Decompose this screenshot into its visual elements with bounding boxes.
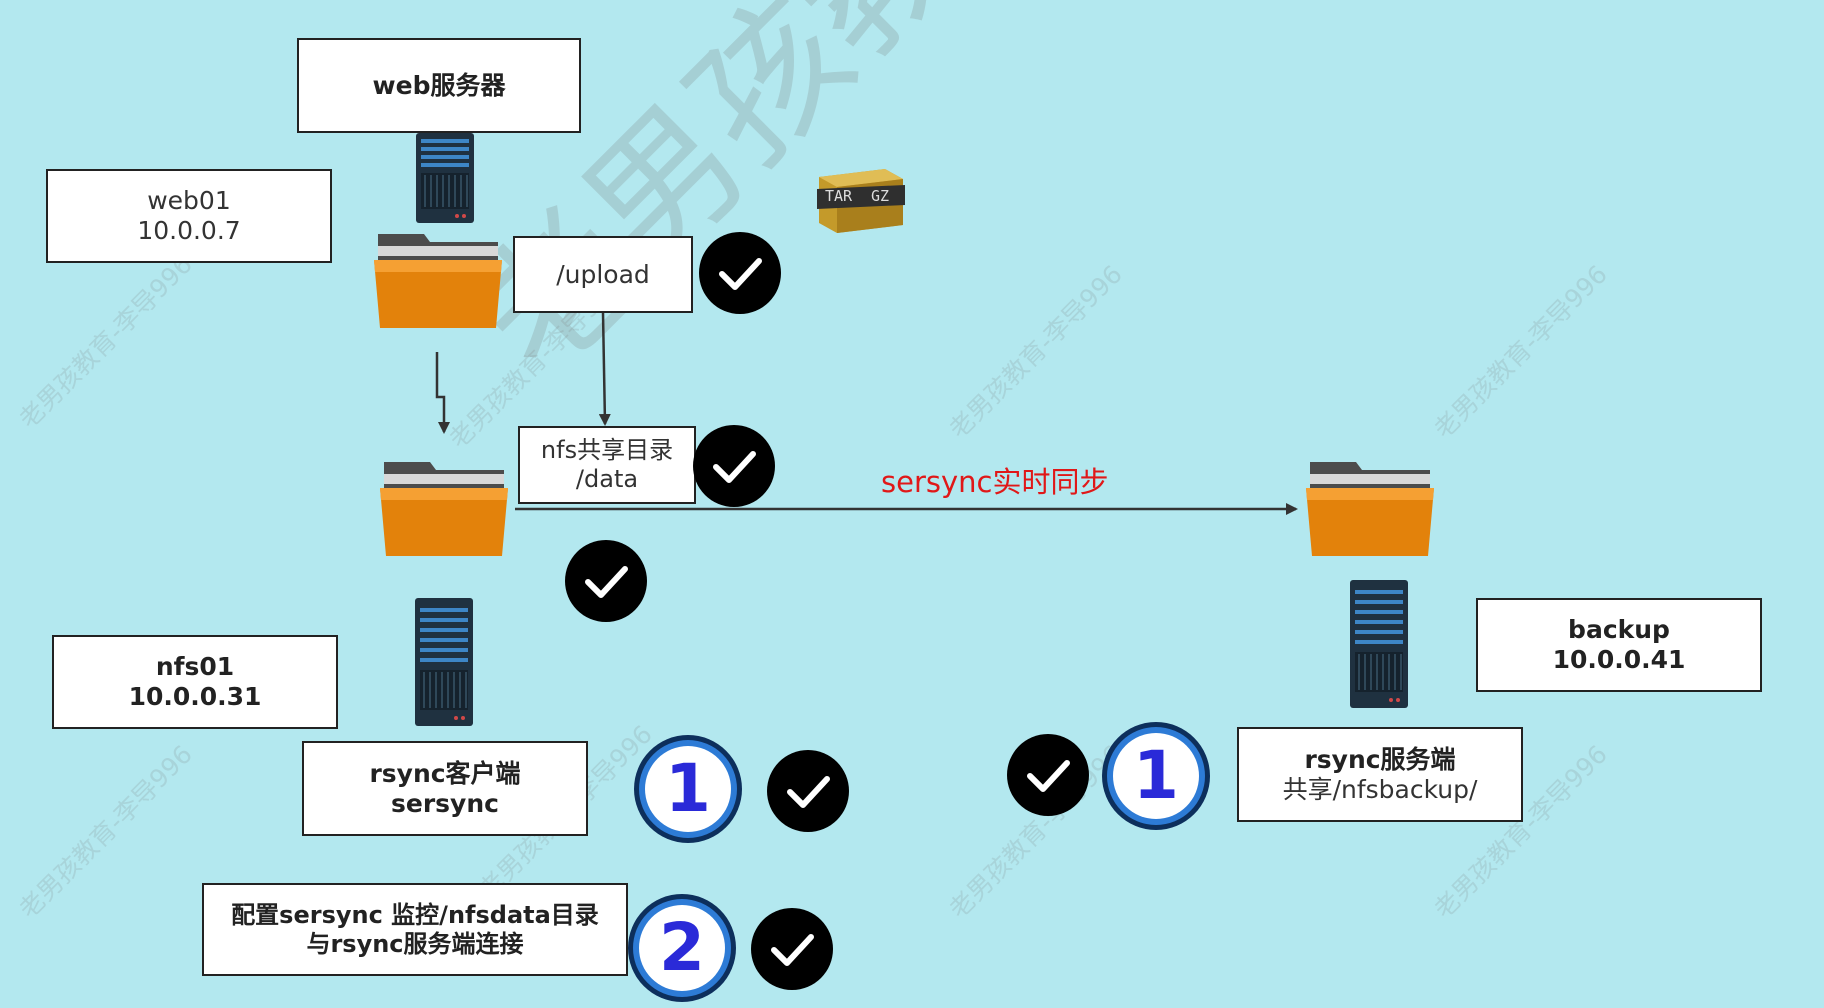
nfs01-name: nfs01: [155, 652, 235, 681]
checkmark-icon: [751, 908, 833, 990]
config-box: 配置sersync 监控/nfsdata目录 与rsync服务端连接: [202, 883, 628, 976]
step-number: 1: [1133, 737, 1179, 814]
step-badge-1-client: 1: [632, 733, 744, 845]
tar-gz-archive-icon: TAR GZ: [815, 165, 907, 235]
backup-ip: 10.0.0.41: [1552, 645, 1686, 674]
folder-icon: [374, 234, 502, 328]
web01-info-box: web01 10.0.0.7: [46, 169, 332, 263]
sersync-realtime-sync-label: sersync实时同步: [881, 465, 1109, 499]
checkmark-icon: [565, 540, 647, 622]
nfs01-ip: 10.0.0.31: [128, 682, 262, 711]
rsync-client-label: rsync客户端: [369, 758, 521, 788]
backup-info-box: backup 10.0.0.41: [1476, 598, 1762, 692]
web01-ip: 10.0.0.7: [137, 216, 241, 245]
rsync-client-sersync: sersync: [391, 788, 499, 818]
web-server-title-box: web服务器: [297, 38, 581, 133]
folder-icon: [380, 462, 508, 556]
checkmark-icon: [699, 232, 781, 314]
rsync-server-box: rsync服务端 共享/nfsbackup/: [1237, 727, 1523, 822]
rsync-server-share: 共享/nfsbackup/: [1282, 774, 1478, 804]
upload-to-nfs-arrow: [598, 312, 611, 426]
step-number: 1: [665, 750, 711, 827]
web01-name: web01: [147, 186, 231, 215]
checkmark-icon: [1007, 734, 1089, 816]
nfs01-info-box: nfs01 10.0.0.31: [52, 635, 338, 729]
config-line2: 与rsync服务端连接: [306, 929, 524, 958]
nfs-share-label: nfs共享目录: [540, 436, 674, 465]
rsync-server-label: rsync服务端: [1304, 744, 1456, 774]
web-server-icon: [416, 133, 474, 223]
archive-label-left: TAR: [825, 187, 853, 205]
checkmark-icon: [767, 750, 849, 832]
nfs-server-icon: [415, 598, 473, 726]
upload-dir-label: /upload: [556, 259, 650, 289]
archive-label-right: GZ: [871, 187, 890, 205]
step-badge-1-server: 1: [1100, 720, 1212, 832]
web-server-title: web服务器: [372, 70, 506, 100]
backup-name: backup: [1568, 615, 1670, 644]
web-to-nfs-arrow: [435, 352, 450, 434]
nfs-share-box: nfs共享目录 /data: [518, 426, 696, 504]
backup-server-icon: [1350, 580, 1408, 708]
step-number: 2: [659, 909, 705, 986]
folder-icon: [1306, 462, 1434, 556]
nfs-share-path: /data: [575, 465, 639, 493]
rsync-client-box: rsync客户端 sersync: [302, 741, 588, 836]
step-badge-2-config: 2: [626, 892, 738, 1004]
checkmark-icon: [693, 425, 775, 507]
config-line1: 配置sersync 监控/nfsdata目录: [231, 900, 599, 929]
upload-dir-box: /upload: [513, 236, 693, 313]
